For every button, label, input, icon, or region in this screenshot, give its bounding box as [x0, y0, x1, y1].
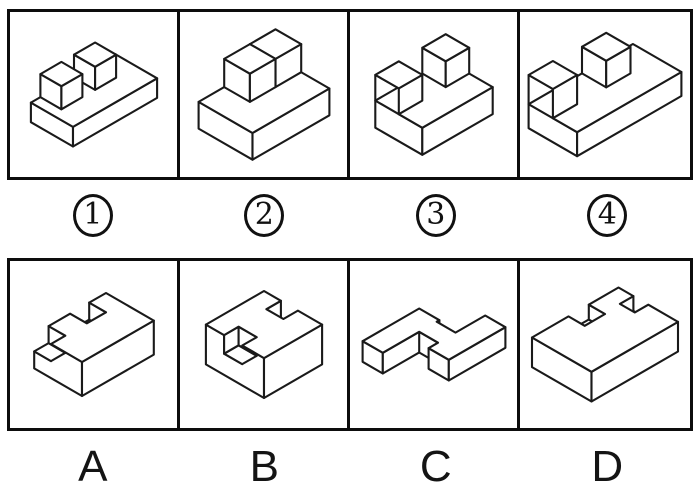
- isometric-figure-4: [527, 31, 683, 158]
- answer-cell-d: [520, 261, 690, 428]
- label-slot-a: A: [7, 445, 179, 488]
- figure-cell-1: [10, 12, 180, 177]
- answer-label-b: B: [249, 442, 279, 488]
- label-slot-1: 1: [7, 191, 179, 239]
- label-slot-2: 2: [179, 191, 351, 239]
- answer-label-c: C: [419, 442, 452, 488]
- answer-cell-b: [180, 261, 350, 428]
- answer-labels-row: A B C D: [7, 445, 694, 488]
- label-slot-b: B: [179, 445, 351, 488]
- circled-label-4: 4: [587, 193, 628, 237]
- figure-cell-3: [350, 12, 520, 177]
- circled-label-2: 2: [244, 193, 285, 237]
- isometric-figure-2: [197, 28, 330, 161]
- label-slot-4: 4: [522, 191, 694, 239]
- figure-cell-2: [180, 12, 350, 177]
- circled-label-1: 1: [72, 193, 113, 237]
- isometric-figure-3: [373, 33, 494, 156]
- figure-cell-4: [520, 12, 690, 177]
- isometric-answer-a: [32, 291, 155, 398]
- isometric-answer-c: [361, 307, 506, 382]
- circled-label-3: 3: [415, 193, 456, 237]
- label-slot-d: D: [522, 445, 694, 488]
- isometric-figure-1: [29, 41, 158, 148]
- answer-cell-a: [10, 261, 180, 428]
- label-slot-c: C: [350, 445, 522, 488]
- answer-table-bottom: [7, 258, 693, 431]
- isometric-answer-d: [530, 286, 680, 403]
- answer-cell-c: [350, 261, 520, 428]
- figure-labels-row: 1 2 3 4: [7, 191, 693, 239]
- answer-label-a: A: [78, 442, 108, 488]
- isometric-answer-b: [204, 289, 323, 400]
- answer-label-d: D: [591, 442, 624, 488]
- label-slot-3: 3: [350, 191, 522, 239]
- figure-table-top: [7, 9, 693, 180]
